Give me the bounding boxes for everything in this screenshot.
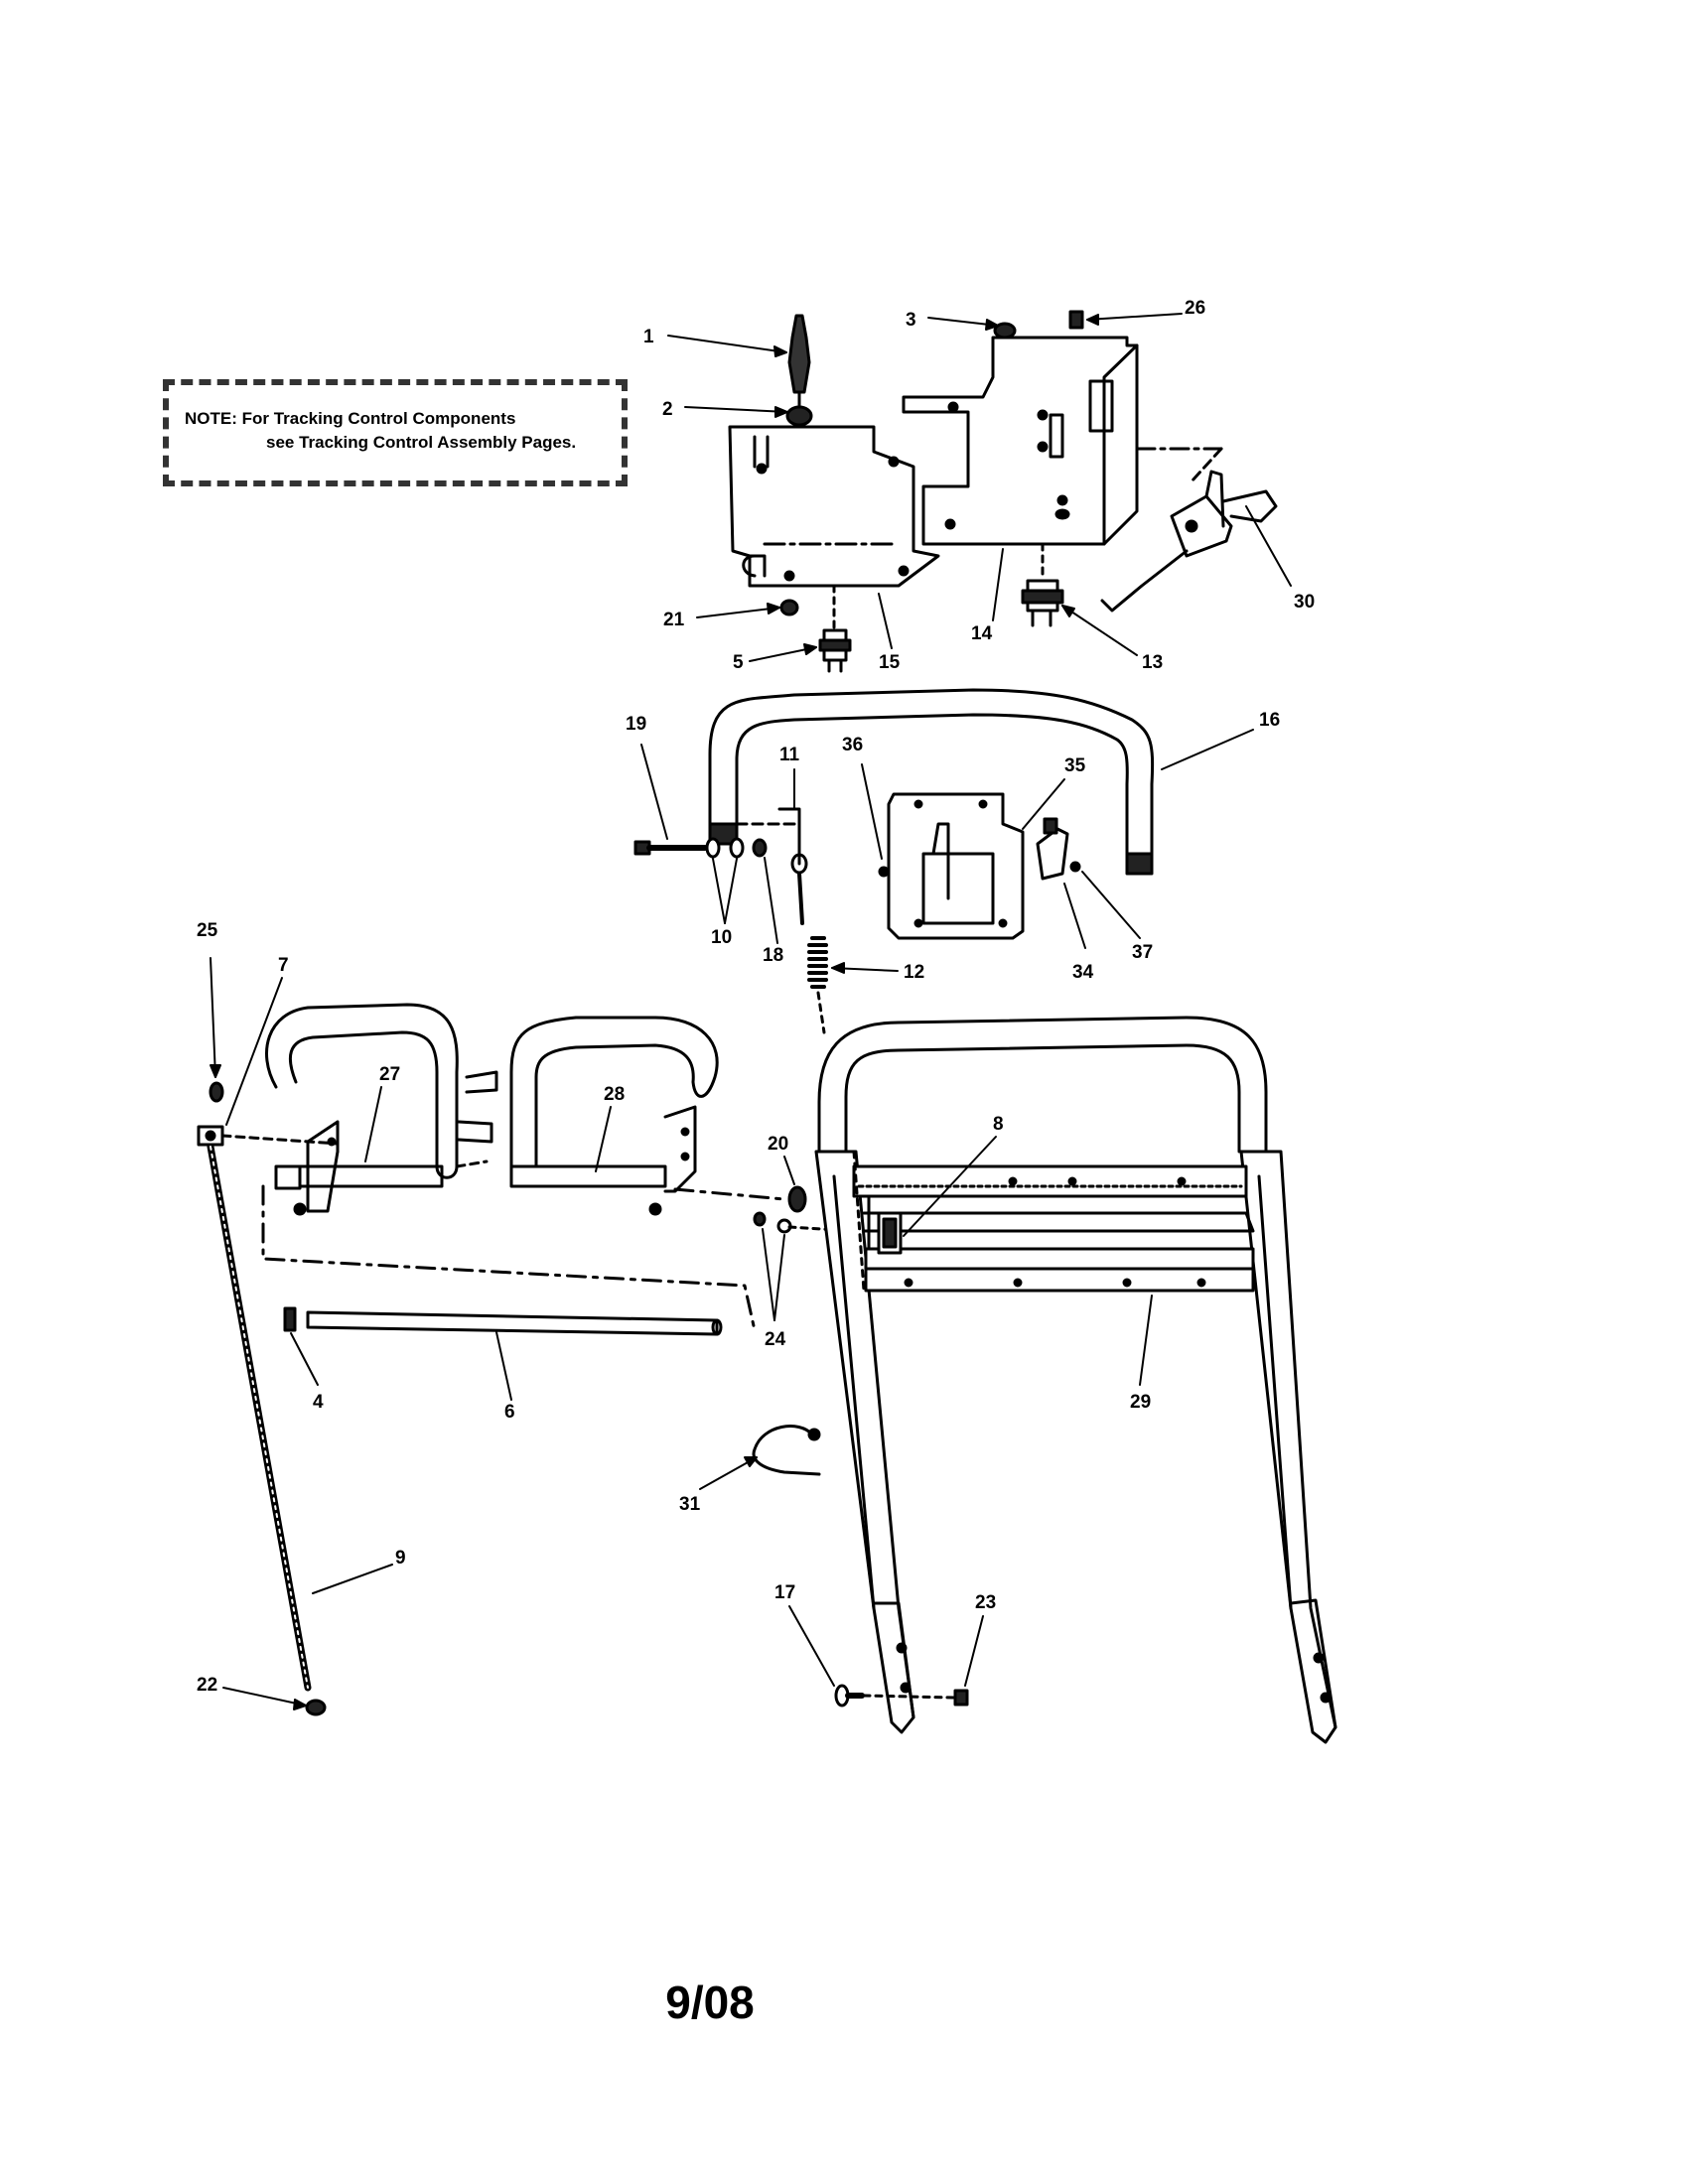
note-line-1: NOTE: For Tracking Control Components xyxy=(185,409,516,428)
part-21-nut xyxy=(779,599,799,616)
part-5-switch xyxy=(818,628,852,673)
note-box: NOTE: For Tracking Control Components se… xyxy=(163,379,628,486)
callout-36: 36 xyxy=(842,735,863,755)
callout-21: 21 xyxy=(663,610,685,630)
callout-22: 22 xyxy=(197,1675,217,1696)
part-7-clevis xyxy=(197,1125,340,1147)
callout-labels: 1 2 3 26 21 5 15 14 13 30 19 11 36 35 16… xyxy=(197,298,1315,1696)
part-19-bolt xyxy=(633,840,708,856)
callout-37: 37 xyxy=(1132,942,1153,963)
callout-5: 5 xyxy=(733,652,744,673)
callout-34: 34 xyxy=(1072,962,1094,983)
callout-25: 25 xyxy=(197,920,218,941)
callout-17: 17 xyxy=(774,1582,795,1603)
callout-11: 11 xyxy=(779,745,800,765)
part-3-nut xyxy=(993,322,1017,340)
callout-13: 13 xyxy=(1142,652,1163,673)
callout-10: 10 xyxy=(711,927,732,948)
callout-4: 4 xyxy=(313,1392,324,1413)
part-4-collar xyxy=(283,1306,297,1332)
callout-16: 16 xyxy=(1259,710,1280,731)
part-12-spring xyxy=(807,936,828,1034)
part-13-switch xyxy=(1021,579,1064,627)
part-20-bushing xyxy=(787,1185,807,1213)
leader-lines xyxy=(210,313,1292,1710)
callout-8: 8 xyxy=(993,1114,1004,1135)
part-1-knob xyxy=(787,314,811,409)
callout-29: 29 xyxy=(1130,1392,1151,1413)
callout-1: 1 xyxy=(643,327,654,347)
part-31-wire xyxy=(752,1425,821,1476)
callout-15: 15 xyxy=(879,652,901,673)
part-30-control-lever xyxy=(1100,470,1278,613)
part-11-rod xyxy=(777,807,808,925)
part-26-bolt xyxy=(1068,310,1084,330)
part-34-switch xyxy=(1036,817,1069,881)
part-35-bracket xyxy=(887,792,1025,940)
part-9-rod xyxy=(207,1143,312,1692)
leader-bracket xyxy=(261,1184,757,1332)
footer-date: 9/08 xyxy=(665,1977,755,2028)
callout-27: 27 xyxy=(379,1064,400,1085)
part-36-fastener xyxy=(878,866,890,878)
callout-2: 2 xyxy=(662,399,673,420)
callout-19: 19 xyxy=(626,714,646,735)
callout-6: 6 xyxy=(504,1402,515,1423)
handle-28 xyxy=(465,1016,719,1216)
note-line-2: see Tracking Control Assembly Pages. xyxy=(266,433,577,452)
part-8-bracket xyxy=(877,1211,903,1255)
part-10-washer-b xyxy=(729,837,745,859)
part-6-rod xyxy=(306,1310,723,1336)
callout-35: 35 xyxy=(1064,755,1086,776)
callout-26: 26 xyxy=(1185,298,1205,319)
part-17-bolt xyxy=(834,1684,955,1707)
callout-9: 9 xyxy=(395,1548,406,1569)
part-18-nut xyxy=(752,838,768,858)
console-plate-14 xyxy=(902,336,1223,578)
main-handle-29 xyxy=(814,1016,1337,1744)
part-25-nut xyxy=(209,1081,224,1103)
callout-28: 28 xyxy=(604,1084,625,1105)
part-2-washer xyxy=(785,405,813,427)
callout-31: 31 xyxy=(679,1494,701,1515)
callout-18: 18 xyxy=(763,945,783,966)
upper-handle-16 xyxy=(708,688,1155,876)
callout-23: 23 xyxy=(975,1592,996,1613)
callout-12: 12 xyxy=(904,962,924,983)
callout-30: 30 xyxy=(1294,592,1315,613)
callout-14: 14 xyxy=(971,623,993,644)
callout-20: 20 xyxy=(768,1134,788,1155)
callout-3: 3 xyxy=(906,310,916,331)
part-10-washer-a xyxy=(705,837,721,859)
console-plate-15 xyxy=(728,425,940,637)
part-37-screw xyxy=(1069,861,1081,873)
callout-24: 24 xyxy=(765,1329,786,1350)
callout-7: 7 xyxy=(278,955,289,976)
part-22-nut xyxy=(305,1699,327,1716)
handle-27 xyxy=(265,1003,493,1216)
part-23-nut xyxy=(953,1689,969,1706)
